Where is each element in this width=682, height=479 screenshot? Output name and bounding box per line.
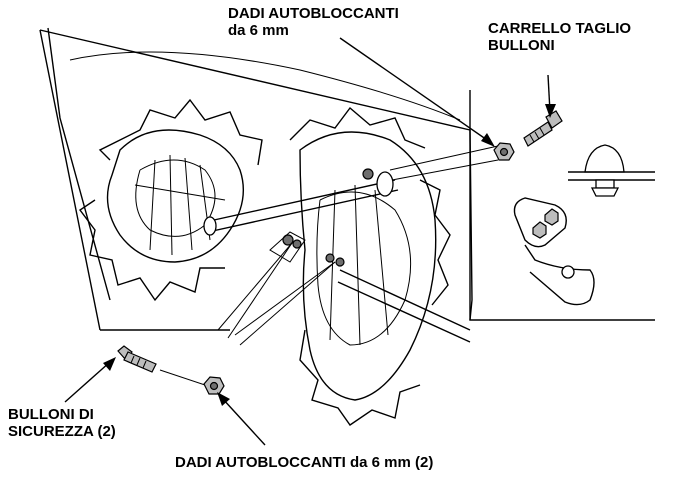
label-self-locking-nuts-bottom: DADI AUTOBLOCCANTI da 6 mm (2)	[175, 454, 433, 471]
left-auger-blade	[78, 98, 263, 302]
mounted-shear-bolt-detail	[513, 197, 595, 306]
label-shear-bolts: BULLONI DI SICUREZZA (2)	[8, 406, 116, 440]
label-shear-bolt-carriage-line1: CARRELLO TAGLIO	[488, 20, 632, 37]
callout-leaders	[217, 145, 499, 346]
shaft-bolt-points	[269, 168, 374, 267]
top-self-locking-nut	[493, 142, 515, 161]
label-shear-bolt-carriage-line2: BULLONI	[488, 37, 555, 54]
label-shear-bolt-carriage: CARRELLO TAGLIO BULLONI	[488, 20, 631, 54]
label-self-locking-nuts-top-line1: DADI AUTOBLOCCANTI	[228, 5, 399, 22]
bottom-shear-bolt	[117, 345, 209, 387]
label-self-locking-nuts-top: DADI AUTOBLOCCANTI da 6 mm	[228, 5, 399, 39]
label-arrows	[64, 37, 556, 446]
carriage-bolt-detail	[568, 144, 655, 197]
auger-housing	[39, 27, 655, 331]
label-shear-bolts-line1: BULLONI DI	[8, 406, 94, 423]
top-shear-bolt	[523, 110, 563, 147]
label-shear-bolts-line2: SICUREZZA (2)	[8, 423, 116, 440]
auger-shaft	[203, 171, 471, 343]
right-auger-blade	[289, 106, 451, 426]
label-self-locking-nuts-top-line2: da 6 mm	[228, 22, 289, 39]
label-self-locking-nuts-bottom-text: DADI AUTOBLOCCANTI da 6 mm (2)	[175, 454, 434, 471]
bottom-self-locking-nut	[203, 376, 225, 395]
